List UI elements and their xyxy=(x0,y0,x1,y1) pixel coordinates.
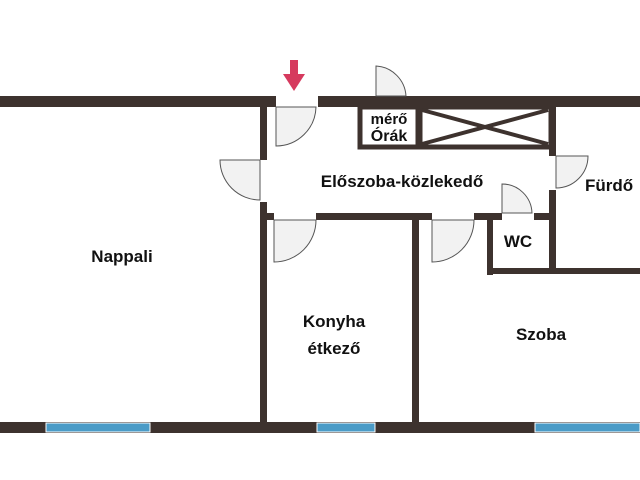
bathroom-door-gap xyxy=(549,156,556,190)
kitchen-door-gap xyxy=(274,213,316,220)
wc-left-wall xyxy=(487,220,493,275)
label-wc: WC xyxy=(504,232,532,251)
wc-bottom-wall xyxy=(487,268,640,274)
nappali-wall xyxy=(260,107,267,422)
kitchen-door-swing xyxy=(273,219,317,263)
hallway-bottom-wall xyxy=(260,213,555,220)
shaft-wall xyxy=(417,104,554,150)
entrance-door-gap xyxy=(276,96,318,107)
meter-closet-door xyxy=(375,65,407,97)
label-eloszoba: Előszoba-közlekedő xyxy=(321,172,483,191)
label-meroorak-line2: Órák xyxy=(371,126,408,145)
entrance-door-swing xyxy=(275,106,317,147)
room-labels: Nappali Előszoba-közlekedő Fürdő WC Kony… xyxy=(91,111,633,358)
window-nappali xyxy=(45,422,151,433)
label-nappali: Nappali xyxy=(91,247,152,266)
window-szoba xyxy=(534,422,640,433)
label-furdo: Fürdő xyxy=(585,176,633,195)
windows xyxy=(45,422,640,433)
kitchen-szoba-wall xyxy=(412,220,419,422)
entrance-arrow-head xyxy=(283,74,305,91)
wc-door-gap xyxy=(502,213,534,220)
szoba-door-gap xyxy=(432,213,474,220)
wc-door-swing xyxy=(501,183,533,214)
shaft-cross-b xyxy=(421,108,549,146)
window-konyha xyxy=(316,422,376,433)
label-szoba: Szoba xyxy=(516,325,567,344)
nappali-door-gap xyxy=(260,160,267,202)
entrance-arrow-icon xyxy=(283,60,305,91)
bathroom-door-swing xyxy=(555,155,589,189)
szoba-door-swing xyxy=(431,219,475,263)
label-meroorak-line1: mérő xyxy=(371,111,408,128)
entrance-arrow-shaft xyxy=(290,60,298,76)
doors xyxy=(219,65,589,263)
label-konyha-line2: étkező xyxy=(308,339,361,358)
label-konyha-line1: Konyha xyxy=(303,312,366,331)
top-outer-wall xyxy=(0,96,640,107)
nappali-door-swing xyxy=(219,159,261,201)
